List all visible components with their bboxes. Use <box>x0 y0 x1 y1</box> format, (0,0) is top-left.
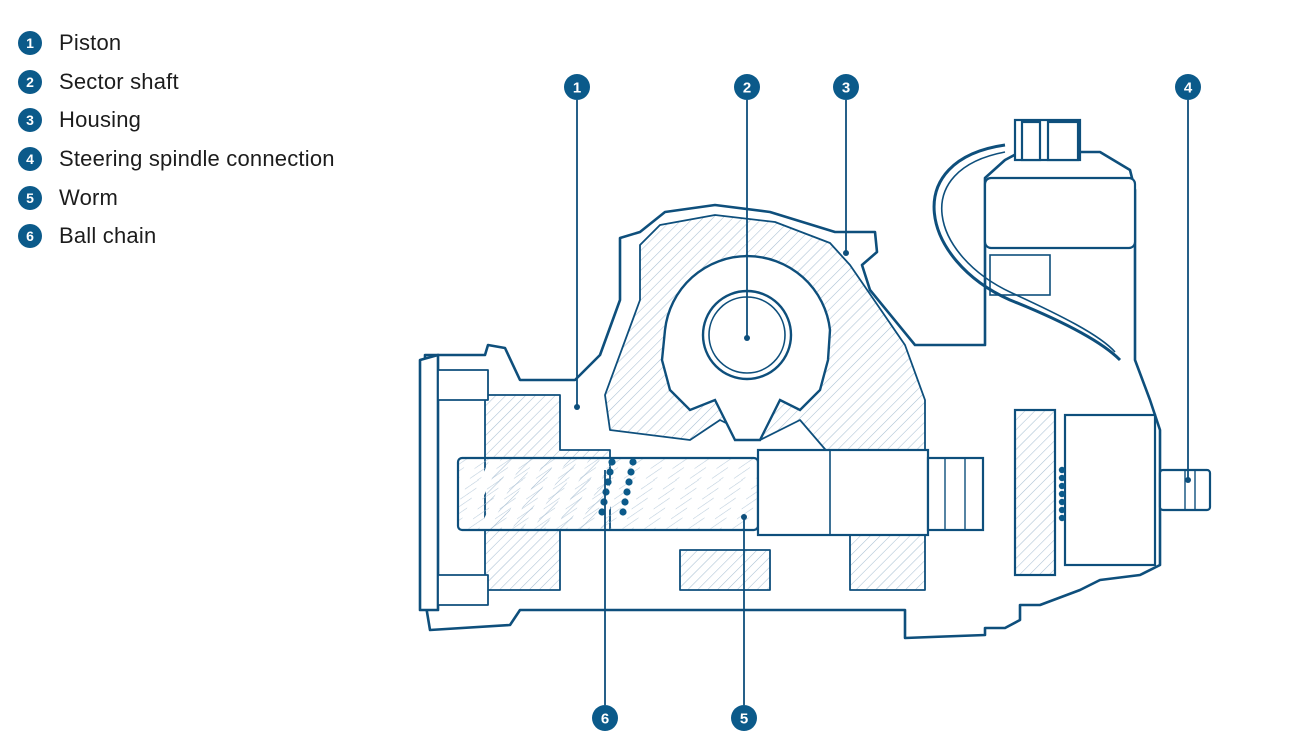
worm-shaft <box>756 448 930 537</box>
housing-section-right-bottom <box>849 529 926 591</box>
svg-text:3: 3 <box>842 80 850 97</box>
callout-anchors <box>574 250 1191 520</box>
valve-sleeve <box>1063 413 1157 567</box>
legend-item-piston: 1 Piston <box>18 24 335 63</box>
callout-badge-4: 4 <box>1175 74 1201 100</box>
callout-badge-3: 3 <box>833 74 859 100</box>
callout-leaders <box>576 100 1189 705</box>
legend-item-sector-shaft: 2 Sector shaft <box>18 63 335 102</box>
legend: 1 Piston 2 Sector shaft 3 Housing 4 Stee… <box>18 24 335 256</box>
number-badge: 2 <box>18 69 42 94</box>
callout-badge-5: 5 <box>731 705 757 731</box>
cylinder-top <box>983 176 1137 250</box>
legend-item-steering-spindle-connection: 4 Steering spindle connection <box>18 140 335 179</box>
legend-item-worm: 5 Worm <box>18 178 335 217</box>
housing-section-bottom <box>679 549 771 591</box>
svg-text:5: 5 <box>740 711 748 728</box>
valve-bearing-balls <box>1058 466 1066 522</box>
hydraulic-line-inner <box>940 151 1116 353</box>
number-badge: 1 <box>18 31 42 56</box>
legend-label: Sector shaft <box>59 68 179 94</box>
svg-text:2: 2 <box>743 80 751 97</box>
worm-collar <box>926 456 985 532</box>
number-badge: 5 <box>18 185 42 210</box>
callout-badge-2: 2 <box>734 74 760 100</box>
end-cap-bolt <box>437 369 489 401</box>
number-badge: 4 <box>18 147 42 172</box>
end-cap <box>418 353 440 612</box>
legend-label: Housing <box>59 107 142 133</box>
number-badge: 6 <box>18 224 42 249</box>
legend-label: Piston <box>59 30 122 56</box>
callout-badge-1: 1 <box>564 74 590 100</box>
valve-window <box>989 254 1051 296</box>
legend-item-ball-chain: 6 Ball chain <box>18 217 335 256</box>
svg-text:4: 4 <box>1184 80 1193 97</box>
end-cap-bolt <box>437 574 489 606</box>
callout-badge-6: 6 <box>592 705 618 731</box>
legend-label: Worm <box>59 184 119 210</box>
hydraulic-line <box>932 143 1122 362</box>
number-badge: 3 <box>18 108 42 133</box>
worm-assembly <box>456 448 985 537</box>
legend-item-housing: 3 Housing <box>18 101 335 140</box>
legend-label: Ball chain <box>59 223 157 249</box>
rotary-valve <box>1013 408 1057 577</box>
valve-housing <box>932 118 1212 577</box>
svg-text:6: 6 <box>601 711 609 728</box>
legend-label: Steering spindle connection <box>59 146 335 172</box>
svg-text:1: 1 <box>573 80 581 97</box>
